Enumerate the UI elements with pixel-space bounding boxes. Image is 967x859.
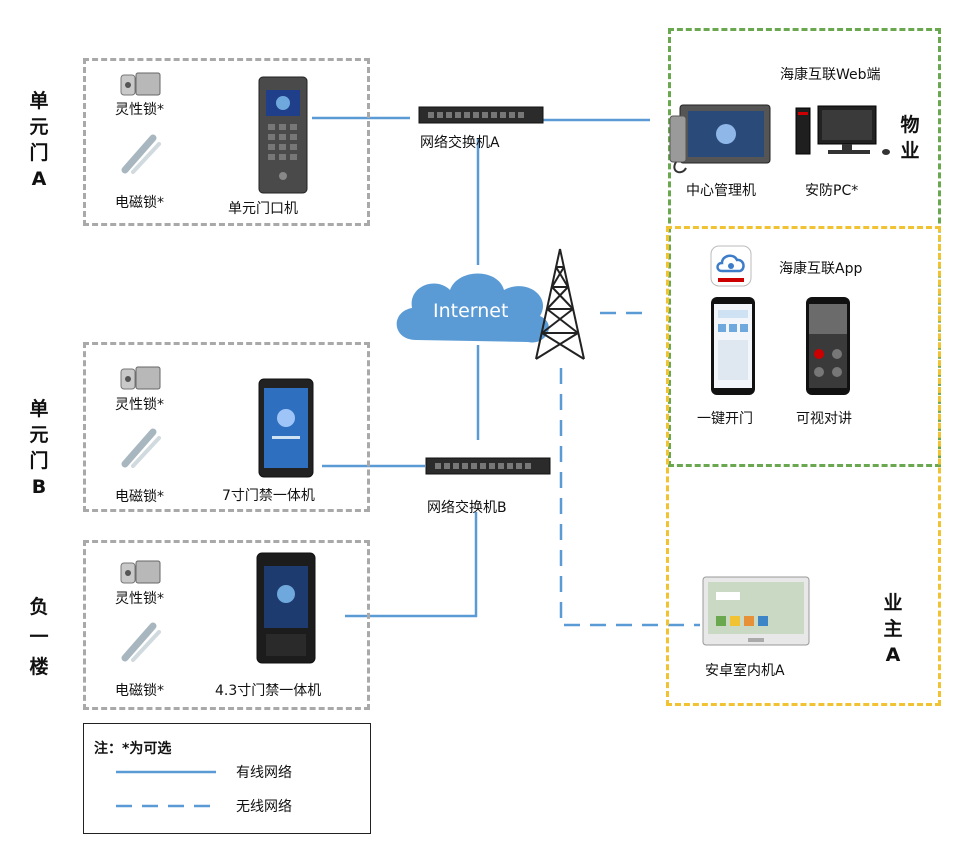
indoor-station-icon	[702, 576, 810, 646]
network-switch-b-icon	[425, 457, 551, 475]
basement-label: 负一楼	[29, 596, 49, 678]
property-center-label: 中心管理机	[686, 183, 756, 199]
switch-a-label: 网络交换机A	[420, 135, 500, 151]
unit-a-lock1-label: 灵性锁*	[115, 102, 164, 118]
center-management-unit-icon	[669, 104, 771, 174]
owner-phone1-label: 一键开门	[697, 411, 753, 427]
security-pc-icon	[795, 105, 890, 155]
legend: 注：*为可选 有线网络 无线网络	[83, 723, 371, 834]
legend-wireless-line	[116, 804, 216, 808]
basement-lock2-label: 电磁锁*	[115, 683, 164, 699]
phone-video-intercom-icon	[806, 297, 850, 395]
unit-b-lock2-label: 电磁锁*	[115, 489, 164, 505]
unit-b-device-label: 7寸门禁一体机	[222, 488, 315, 504]
group-unit-b-box	[83, 342, 370, 512]
group-basement-box	[83, 540, 370, 710]
access-terminal-7in-icon	[258, 378, 314, 478]
switch-b-label: 网络交换机B	[427, 500, 507, 516]
legend-wireless-label: 无线网络	[236, 799, 292, 815]
owner-indoor-label: 安卓室内机A	[705, 663, 785, 679]
legend-wired-line	[116, 770, 216, 774]
wireless-tower-indoor	[559, 368, 700, 627]
app-logo-icon	[710, 245, 752, 287]
smart-lock-icon	[120, 560, 161, 584]
wireless-tower-icon	[535, 248, 585, 360]
property-pc-label: 安防PC*	[805, 183, 859, 199]
access-terminal-4in-icon	[256, 552, 316, 664]
owner-app-label: 海康互联App	[779, 261, 863, 277]
smart-lock-icon	[120, 366, 161, 390]
network-switch-a-icon	[418, 106, 544, 124]
magnetic-lock-icon	[121, 622, 161, 662]
property-web-label: 海康互联Web端	[780, 67, 881, 83]
legend-title: 注：*为可选	[94, 741, 172, 757]
smart-lock-icon	[120, 72, 161, 96]
unit-a-device-label: 单元门口机	[228, 201, 298, 217]
property-label: 物业	[900, 114, 920, 162]
basement-device-label: 4.3寸门禁一体机	[215, 683, 322, 699]
owner-phone2-label: 可视对讲	[796, 411, 852, 427]
basement-lock1-label: 灵性锁*	[115, 591, 164, 607]
unit-a-lock2-label: 电磁锁*	[115, 195, 164, 211]
internet-cloud-icon	[396, 273, 549, 343]
magnetic-lock-icon	[121, 134, 161, 174]
unit-b-lock1-label: 灵性锁*	[115, 397, 164, 413]
wire-basement-switch-b	[345, 512, 478, 618]
magnetic-lock-icon	[121, 428, 161, 468]
internet-label: Internet	[433, 300, 509, 322]
owner-box	[666, 226, 941, 706]
phone-one-key-open-icon	[711, 297, 755, 395]
legend-wired-label: 有线网络	[236, 765, 292, 781]
group-unit-a-box	[83, 58, 370, 226]
door-station-icon	[258, 76, 308, 194]
